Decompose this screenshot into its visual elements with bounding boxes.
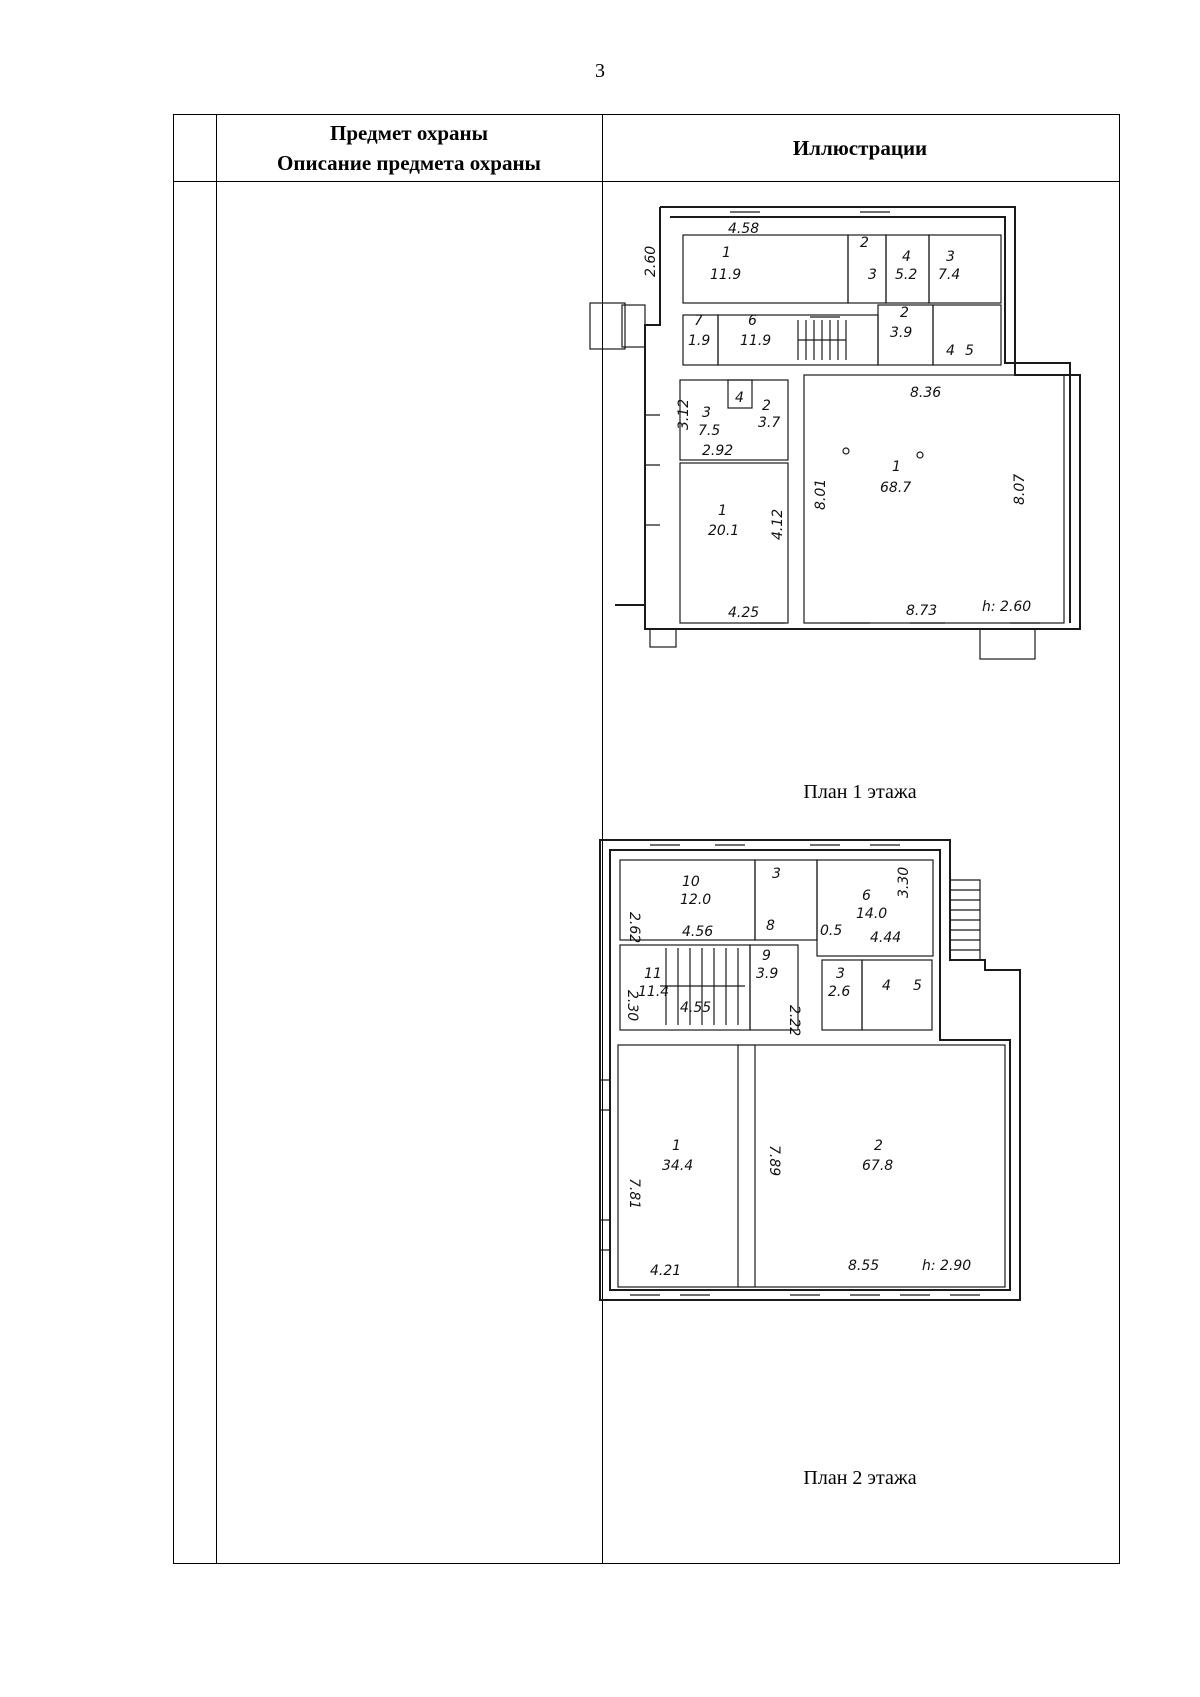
plan2-room-area: 67.8 xyxy=(862,1158,893,1174)
plan1-room-number: 6 xyxy=(748,313,757,329)
plan1-dim: 4.25 xyxy=(728,605,759,621)
plan1-dim: 2.92 xyxy=(702,443,733,459)
plan1-room-number: 1 xyxy=(718,503,727,519)
plan1-room-number: 7 xyxy=(694,313,703,329)
plan1-room-number: 3 xyxy=(702,405,711,421)
plan2-room-area: 2.6 xyxy=(828,984,850,1000)
plan1-room-number: 2 xyxy=(762,398,771,414)
plan1-room-number: 4 xyxy=(735,390,744,406)
plan2-dim: 8.55 xyxy=(848,1258,879,1274)
plan2-room-number: 3 xyxy=(772,866,781,882)
plan1-room-area: 7.4 xyxy=(938,267,960,283)
plan1-room-number: 1 xyxy=(892,459,901,475)
plan1-room-number: 1 xyxy=(722,245,731,261)
plan1-caption: План 1 этажа xyxy=(803,781,917,803)
plan2-room-number: 6 xyxy=(862,888,871,904)
plan1-room-area: 3.7 xyxy=(758,415,780,431)
plan2-dim: 4.44 xyxy=(870,930,901,946)
plan1-room-area: 68.7 xyxy=(880,480,911,496)
plan2-dim: 2.22 xyxy=(786,1005,802,1036)
plan1-dim: 3.12 xyxy=(676,399,692,430)
plan2-room-number: 2 xyxy=(874,1138,883,1154)
plan1-room-number: 3 xyxy=(946,249,955,265)
plan1-room-area: 20.1 xyxy=(708,523,739,539)
plan2-room-number: 5 xyxy=(913,978,922,994)
plan1-room-number: 3 xyxy=(868,267,877,283)
plan2-room-number: 10 xyxy=(682,874,700,890)
plan1-dim: 2.60 xyxy=(643,246,659,277)
plan1-room-area: 5.2 xyxy=(895,267,917,283)
plan2-dim: 0.5 xyxy=(820,923,842,939)
plan2-dim: 7.81 xyxy=(626,1178,642,1209)
plan2-dim: 4.21 xyxy=(650,1263,681,1279)
plan2-room-area: 3.9 xyxy=(756,966,778,982)
plan1-dim: 8.01 xyxy=(813,479,829,510)
plan2-room-area: 14.0 xyxy=(856,906,887,922)
plan2-room-number: 8 xyxy=(766,918,775,934)
plan1-room-area: 7.5 xyxy=(698,423,720,439)
plan2-caption: План 2 этажа xyxy=(803,1467,917,1489)
plan2-room-number: 9 xyxy=(762,948,771,964)
plan2-room-number: 3 xyxy=(836,966,845,982)
header-subject-description: Описание предмета охраны xyxy=(277,151,541,175)
plan2-dim: 7.89 xyxy=(766,1145,782,1176)
plan2-dim: 4.55 xyxy=(680,1000,711,1016)
plan1-room-number: 4 xyxy=(902,249,911,265)
plan2-dim: 3.30 xyxy=(896,867,912,898)
plan1-room-number: 2 xyxy=(860,235,869,251)
plan2-room-area: 34.4 xyxy=(662,1158,693,1174)
plan2-room-number: 1 xyxy=(672,1138,681,1154)
header-subject: Предмет охраны Описание предмета охраны xyxy=(216,115,602,181)
table-column-divider xyxy=(216,115,217,1563)
plan2-dim: 2.30 xyxy=(624,990,640,1021)
floor-plan-1: 4.58 2.60 1 11.9 2 3 4 5.2 3 7.4 7 1.9 6… xyxy=(589,206,1081,660)
plan1-room-number: 4 xyxy=(946,343,955,359)
plan2-room-area: 12.0 xyxy=(680,892,711,908)
plan2-ceiling-height: h: 2.90 xyxy=(922,1258,971,1274)
header-subject-title: Предмет охраны xyxy=(329,121,489,145)
table-header-divider xyxy=(174,181,1119,182)
plan2-room-area: 11.4 xyxy=(638,984,669,1000)
plan2-room-number: 4 xyxy=(882,978,891,994)
plan2-dim: 4.56 xyxy=(682,924,713,940)
plan1-room-area: 3.9 xyxy=(890,325,912,341)
plan1-room-area: 11.9 xyxy=(710,267,741,283)
plan1-room-area: 1.9 xyxy=(688,333,710,349)
protection-table: Предмет охраны Описание предмета охраны … xyxy=(173,114,1120,1564)
header-illustrations: Иллюстрации xyxy=(602,115,1118,181)
floor-plan-2: 2.62 10 12.0 4.56 3 8 6 14.0 3.30 4.44 0… xyxy=(599,839,1021,1301)
plan1-room-area: 11.9 xyxy=(740,333,771,349)
plan2-dim: 2.62 xyxy=(626,912,642,943)
plan1-dim: 8.07 xyxy=(1012,474,1028,505)
header-illustrations-title: Иллюстрации xyxy=(792,136,928,160)
plan1-ceiling-height: h: 2.60 xyxy=(982,599,1031,615)
page-number: 3 xyxy=(595,60,605,82)
plan1-room-number: 5 xyxy=(965,343,974,359)
plan2-room-number: 11 xyxy=(644,966,662,982)
plan1-dim: 4.12 xyxy=(770,509,786,540)
plan1-dim: 8.73 xyxy=(906,603,937,619)
plan1-dim: 4.58 xyxy=(728,221,759,237)
plan1-dim: 8.36 xyxy=(910,385,941,401)
plan1-room-number: 2 xyxy=(900,305,909,321)
